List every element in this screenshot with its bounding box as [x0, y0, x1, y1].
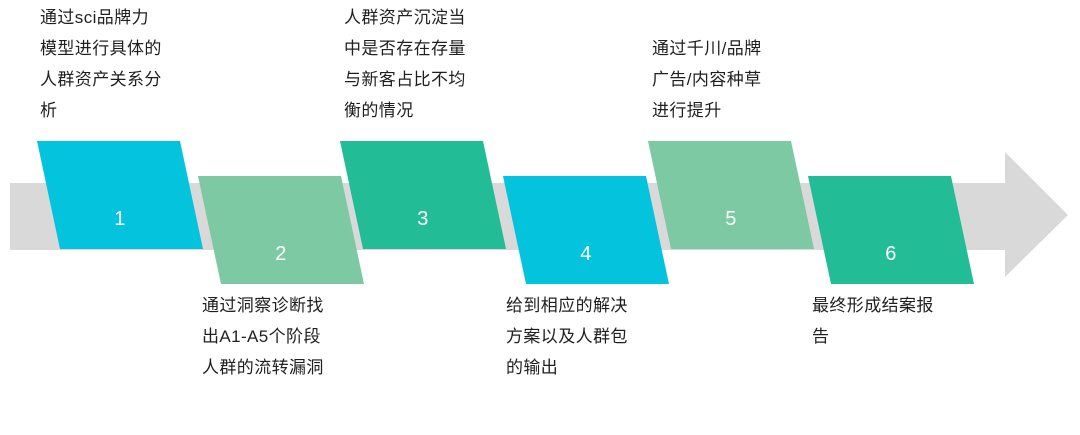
- step-number-2: 2: [275, 243, 287, 265]
- step-number-4: 4: [580, 243, 592, 265]
- step-parallelogram-6: [808, 176, 974, 284]
- step-caption-2: 通过洞察诊断找 出A1-A5个阶段 人群的流转漏洞: [202, 296, 324, 377]
- step-parallelogram-2: [198, 176, 364, 284]
- step-number-6: 6: [885, 243, 897, 265]
- step-shape-5[interactable]: 5: [648, 141, 814, 249]
- step-caption-3: 人群资产沉淀当 中是否存在存量 与新客占比不均 衡的情况: [344, 8, 466, 120]
- step-number-3: 3: [417, 208, 429, 230]
- step-caption-4: 给到相应的解决 方案以及人群包 的输出: [506, 296, 628, 377]
- step-shape-2[interactable]: 2: [198, 176, 364, 284]
- step-shape-3[interactable]: 3: [340, 141, 506, 249]
- step-shape-6[interactable]: 6: [808, 176, 974, 284]
- step-number-1: 1: [114, 208, 126, 230]
- step-caption-6: 最终形成结案报 告: [812, 296, 934, 346]
- step-parallelogram-1: [37, 141, 203, 249]
- step-number-5: 5: [725, 208, 737, 230]
- step-shape-4[interactable]: 4: [503, 176, 669, 284]
- step-caption-1: 通过sci品牌力 模型进行具体的 人群资产关系分 析: [40, 8, 162, 120]
- step-parallelogram-5: [648, 141, 814, 249]
- step-parallelogram-3: [340, 141, 506, 249]
- step-parallelogram-4: [503, 176, 669, 284]
- step-caption-5: 通过千川/品牌 广告/内容种草 进行提升: [652, 39, 762, 120]
- step-shape-1[interactable]: 1: [37, 141, 203, 249]
